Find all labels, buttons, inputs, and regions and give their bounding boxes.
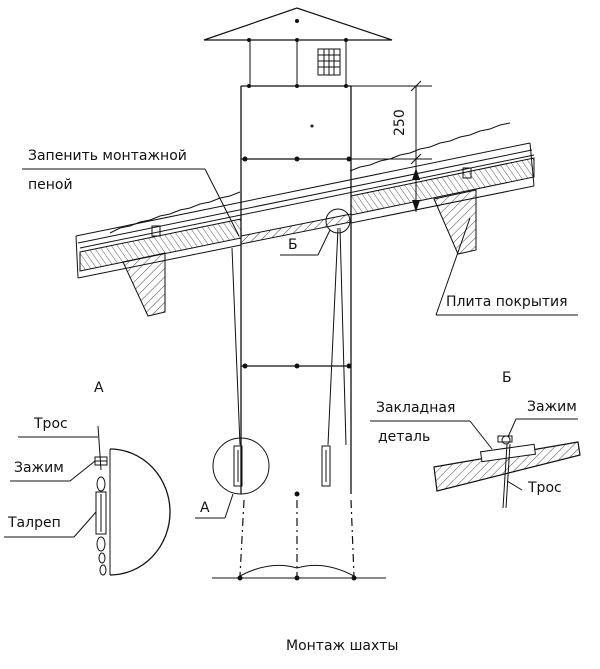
callout-b-circle bbox=[325, 208, 351, 234]
foam-label-line1: Запенить монтажной bbox=[28, 148, 187, 164]
callout-a-label: А bbox=[200, 500, 210, 516]
dimension-250-label: 250 bbox=[392, 109, 408, 136]
plate-label: Плита покрытия bbox=[446, 294, 568, 310]
callout-a-circle bbox=[212, 437, 270, 495]
foam-callout: Запенить монтажной пеной bbox=[22, 148, 240, 237]
plate-callout: Плита покрытия bbox=[435, 217, 578, 316]
detail-b-embedded-label: Закладная bbox=[376, 400, 455, 416]
detail-b: Б Закладная деталь Зажим Трос bbox=[370, 370, 581, 509]
callout-b-label: Б bbox=[288, 237, 298, 253]
roof bbox=[75, 122, 535, 317]
detail-a-clamp-label: Зажим bbox=[14, 460, 64, 476]
cables bbox=[212, 227, 386, 581]
detail-b-cable-label: Трос bbox=[527, 480, 562, 496]
detail-a-title: А bbox=[94, 380, 104, 396]
dimension-250: 250 bbox=[351, 80, 432, 212]
detail-a: А Трос Зажим Талреп bbox=[4, 380, 171, 576]
detail-a-turnbuckle-label: Талреп bbox=[7, 515, 61, 531]
figure-caption: Монтаж шахты bbox=[286, 638, 398, 654]
deflector-cap bbox=[203, 7, 393, 88]
detail-a-cable-label: Трос bbox=[33, 416, 68, 432]
detail-b-clamp-label: Зажим bbox=[527, 399, 577, 415]
foam-label-line2: пеной bbox=[28, 177, 73, 193]
grille-icon bbox=[317, 48, 341, 76]
detail-b-title: Б bbox=[502, 370, 512, 386]
detail-b-embedded-label-2: деталь bbox=[378, 429, 430, 445]
